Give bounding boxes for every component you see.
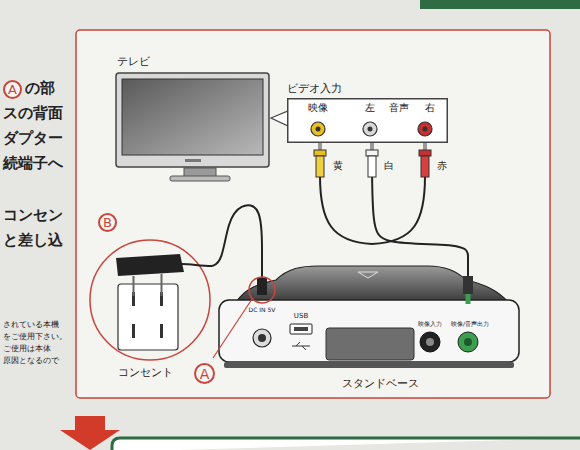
node-title: ビデオ入力: [287, 82, 342, 95]
rca-jack: [311, 122, 325, 136]
rca-jack-hole: [368, 127, 373, 132]
rca-jack: [418, 122, 432, 136]
av-out-jack: [458, 332, 478, 352]
plug-collar: [366, 150, 378, 156]
side-text: の部: [25, 79, 55, 97]
node-title: テレビ: [117, 55, 150, 68]
node-title: コンセント: [118, 366, 173, 379]
node-title: スタンドベース: [342, 377, 419, 390]
leader-line: [213, 299, 252, 358]
red-wire: [372, 176, 425, 244]
adapter-prong: [133, 276, 135, 296]
power-cable-stub: [182, 264, 212, 266]
av-cable-end: [467, 258, 469, 276]
jack-label: 左: [365, 102, 375, 114]
tv-screen: テレビ: [115, 72, 270, 168]
jack-label: 右: [425, 102, 435, 114]
wall-outlet: [118, 284, 178, 350]
white-plug: [366, 143, 378, 177]
note-text: ご使用は本体: [3, 344, 51, 354]
jack-label: 音声: [389, 102, 409, 114]
port-label: USB: [294, 312, 308, 320]
panel-outline: [288, 99, 448, 143]
note-text: をご使用下さい。: [3, 332, 67, 342]
cable: [372, 143, 468, 258]
yellow-wire: [320, 176, 372, 244]
rca-jack-hole: [423, 127, 428, 132]
bubble-tail: [271, 111, 288, 126]
usb-symbol: [292, 342, 310, 350]
usb-port: [290, 324, 312, 334]
tv-logo: [185, 159, 201, 162]
callout-letter: B: [98, 213, 117, 232]
stand-recess: [326, 328, 414, 360]
plug-body: [368, 156, 376, 177]
plug-collar: [314, 150, 326, 156]
adapter-prong: [161, 274, 163, 296]
tv-bezel: [116, 73, 269, 167]
stand-base: スタンドベースDC IN 5VUSB映像入力映像/音声出力: [218, 258, 520, 370]
callout-letter: A: [3, 80, 22, 99]
callout-circle: [90, 240, 210, 360]
dc-jack-hole: [258, 334, 266, 342]
tv-screen-glass: [122, 79, 263, 155]
node-shape: [88, 238, 212, 362]
port-label: 映像/音声出力: [451, 320, 489, 327]
jack-label: 映像: [308, 102, 328, 114]
highlight-circle: [249, 277, 275, 303]
rca-jack: [363, 122, 377, 136]
note-text: されている本機: [3, 320, 59, 330]
plug-body: [316, 156, 324, 177]
cable-color: 赤: [437, 160, 447, 172]
dc-cable-end: [261, 258, 263, 278]
cable-color: 白: [384, 160, 394, 172]
stand-front: [219, 300, 519, 362]
av-in-jack-hole: [426, 338, 434, 346]
stand-mark: [358, 272, 378, 278]
next-panel: [112, 438, 580, 450]
plug-collar: [419, 150, 431, 156]
stand-foot: [224, 362, 514, 368]
port-label: 映像入力: [418, 320, 442, 327]
side-text: コンセン: [3, 206, 63, 224]
av-in-jack: [420, 332, 440, 352]
usb-port-tongue: [294, 327, 308, 331]
green-band: [420, 0, 580, 9]
video-input-panel: ビデオ入力映像左音声右: [287, 98, 448, 143]
node-shape: [218, 258, 520, 370]
ac-adapter: [116, 254, 184, 276]
side-text: と差し込: [3, 231, 63, 249]
rca-jack-hole: [316, 127, 321, 132]
cable-color: 黄: [333, 160, 343, 172]
node-shape: [115, 72, 270, 168]
callout-letter: A: [194, 363, 215, 384]
dc-plug: [257, 278, 267, 295]
side-text: ダプター: [3, 129, 63, 147]
side-text: スの背面: [3, 104, 63, 122]
av-plug-tip: [466, 294, 471, 304]
tv-foot: [170, 176, 230, 181]
red-plug: [419, 143, 431, 177]
dc-jack: [253, 329, 271, 347]
outlet-slot: [160, 324, 163, 338]
av-out-jack-hole: [464, 338, 472, 346]
outlet-slot: [132, 324, 135, 338]
plug-body: [421, 156, 429, 177]
yellow-plug: [314, 143, 326, 177]
side-text: 続端子へ: [3, 154, 63, 172]
note-text: 原因となるので: [3, 356, 59, 366]
av-plug-body: [463, 276, 473, 294]
cable: [212, 205, 262, 266]
port-label: DC IN 5V: [249, 306, 276, 313]
outlet-callout: Bコンセント: [88, 238, 212, 362]
diagram-frame: [76, 30, 550, 398]
